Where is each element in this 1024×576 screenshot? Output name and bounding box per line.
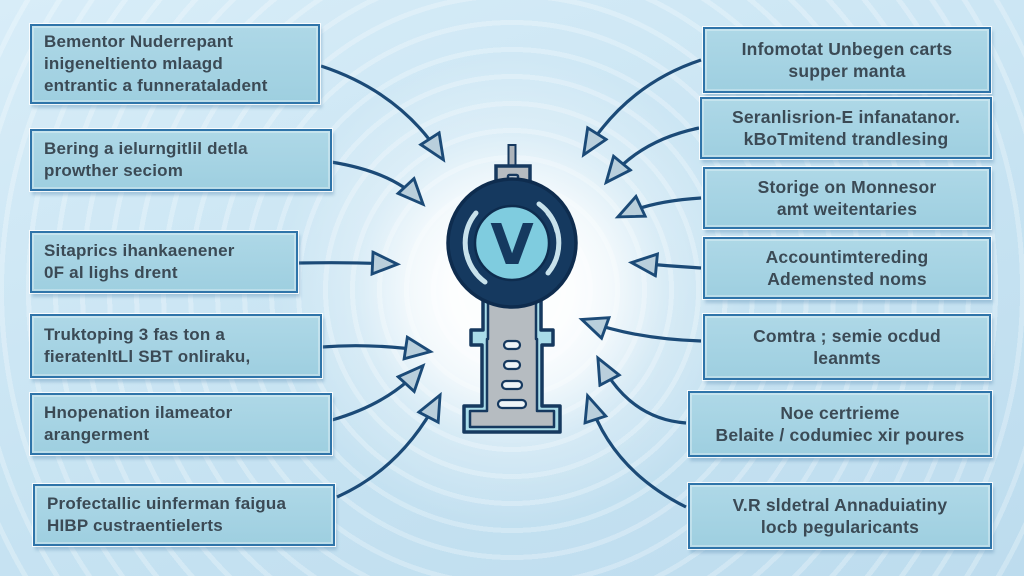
arrow-right-3 (622, 198, 702, 215)
right-box-3: Storige on Monnesor amt weitentaries (702, 166, 992, 230)
emblem-inner-circle (473, 204, 551, 282)
arrow-left-2 (330, 160, 420, 201)
arrow-left-4 (321, 346, 426, 351)
box-line: Noe certrieme (780, 402, 900, 423)
box-line: Sitaprics ihankaenener (44, 241, 235, 261)
box-line: Belaite / codumiec xir poures (715, 425, 965, 445)
box-line: Storige on Monnesor (757, 176, 937, 197)
box-line: Bering a ielurngitlil detla (44, 139, 248, 159)
box-line: Ademensted noms (767, 269, 927, 289)
box-line: HIBP custraentielerts (47, 516, 223, 535)
right-box-2: Seranlisrion-E infanatanor. kBoTmitend t… (699, 96, 993, 160)
box-line: leanmts (813, 348, 881, 368)
arrow-right-2 (609, 126, 700, 179)
arrow-left-1 (320, 64, 441, 156)
left-box-2: Bering a ielurngitlil detla prowther sec… (29, 128, 333, 192)
box-line: 0F al lighs drent (44, 263, 178, 282)
arrow-right-5 (586, 321, 702, 343)
box-line: entrantic a funnerataladent (44, 75, 268, 95)
arrow-right-7 (589, 400, 687, 509)
left-box-6: Profectallic uinferman faigua HIBP custr… (32, 483, 336, 547)
box-line: supper manta (788, 61, 906, 81)
box-line: Infomotat Unbegen carts (741, 38, 953, 59)
arrow-left-6 (336, 399, 438, 499)
box-line: fieratenltLl SBT onliraku, (44, 347, 251, 366)
right-box-6: Noe certrieme Belaite / codumiec xir pou… (687, 390, 993, 458)
key-slot (496, 398, 528, 410)
box-line: Profectallic uinferman faigua (47, 494, 287, 514)
box-line: locb pegularicants (760, 517, 920, 537)
box-line: Truktoping 3 fas ton a (44, 325, 226, 345)
arrow-right-4 (636, 263, 702, 268)
central-key-emblem: V (446, 144, 578, 434)
box-line: amt weitentaries (776, 199, 918, 219)
box-line: inigeneltiento mlaagd (44, 54, 223, 74)
box-line: prowther seciom (44, 161, 184, 180)
left-box-5: Hnopenation ilameator arangerment (29, 392, 333, 456)
key-slot (502, 359, 522, 371)
arrow-right-6 (600, 362, 687, 425)
box-line: arangerment (44, 425, 150, 444)
box-line: kBoTmitend trandlesing (743, 129, 949, 149)
box-line: Accountimtereding (765, 246, 929, 267)
key-slot (502, 339, 522, 351)
arrow-left-3 (298, 263, 393, 264)
box-line: Seranlisrion-E infanatanor. (731, 106, 961, 127)
right-box-1: Infomotat Unbegen carts supper manta (702, 26, 992, 94)
key-slot (500, 379, 524, 391)
box-line: Comtra ; semie ocdud (753, 325, 941, 346)
right-box-4: Accountimtereding Ademensted noms (702, 236, 992, 300)
left-box-1: Bementor Nuderrepant inigeneltiento mlaa… (29, 23, 321, 105)
left-box-4: Truktoping 3 fas ton a fieratenltLl SBT … (29, 313, 323, 379)
arrow-right-1 (586, 58, 702, 151)
right-box-7: V.R sldetral Annaduiatiny locb pegularic… (687, 482, 993, 550)
box-line: Bementor Nuderrepant (44, 32, 234, 52)
left-box-3: Sitaprics ihankaenener 0F al lighs drent (29, 230, 299, 294)
arrow-left-5 (331, 369, 420, 422)
box-line: V.R sldetral Annaduiatiny (732, 494, 948, 515)
emblem-letter: V (490, 213, 534, 278)
emblem-arcs (462, 201, 562, 285)
box-line: Hnopenation ilameator (44, 403, 233, 423)
right-box-5: Comtra ; semie ocdud leanmts (702, 313, 992, 381)
